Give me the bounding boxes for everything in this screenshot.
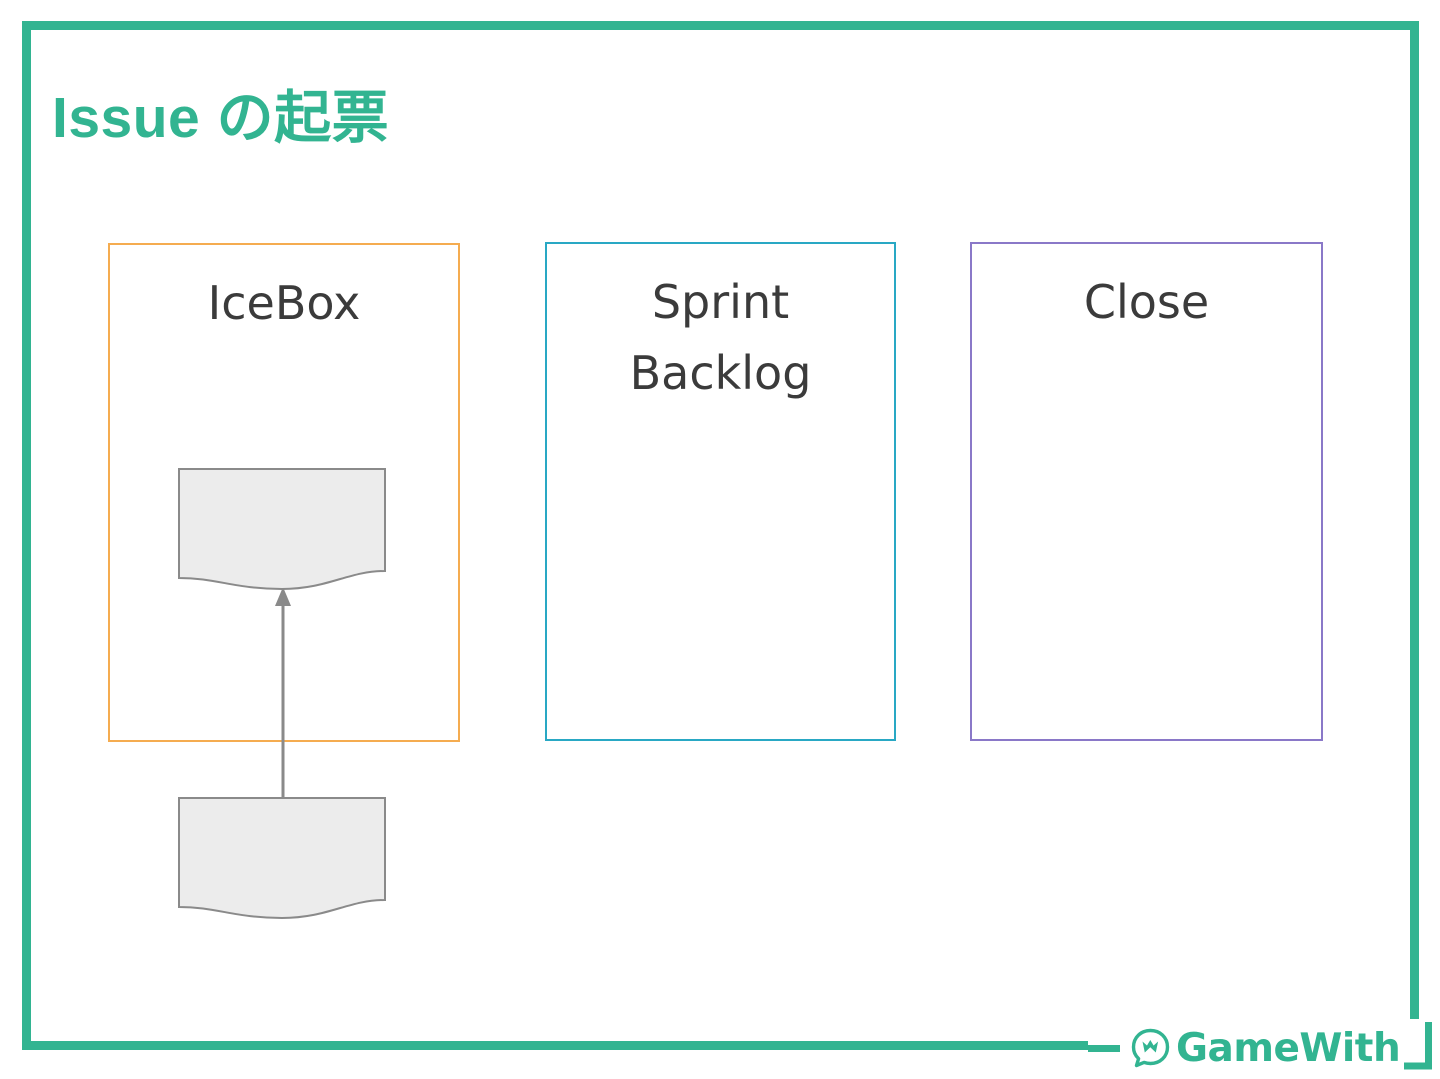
logo-corner-bracket — [1404, 1022, 1433, 1070]
document-card-new-issue-shape — [178, 797, 386, 920]
page-title: Issue の起票 — [52, 86, 390, 150]
lane-sprint-backlog[interactable]: Sprint Backlog — [545, 242, 896, 741]
speech-bubble-crown-icon — [1131, 1028, 1170, 1068]
document-card-icebox[interactable] — [178, 468, 386, 593]
lane-icebox-label: IceBox — [207, 276, 361, 330]
logo-left-rule — [1088, 1044, 1120, 1052]
lane-sprint-backlog-label: Sprint Backlog — [629, 275, 812, 401]
logo-wordmark: GameWith — [1176, 1025, 1401, 1071]
document-card-new-issue[interactable] — [178, 797, 386, 922]
lane-close-label: Close — [1083, 275, 1210, 329]
gamewith-logo: GameWith — [1088, 1019, 1433, 1077]
document-card-icebox-shape — [178, 468, 386, 591]
lane-close[interactable]: Close — [970, 242, 1323, 741]
